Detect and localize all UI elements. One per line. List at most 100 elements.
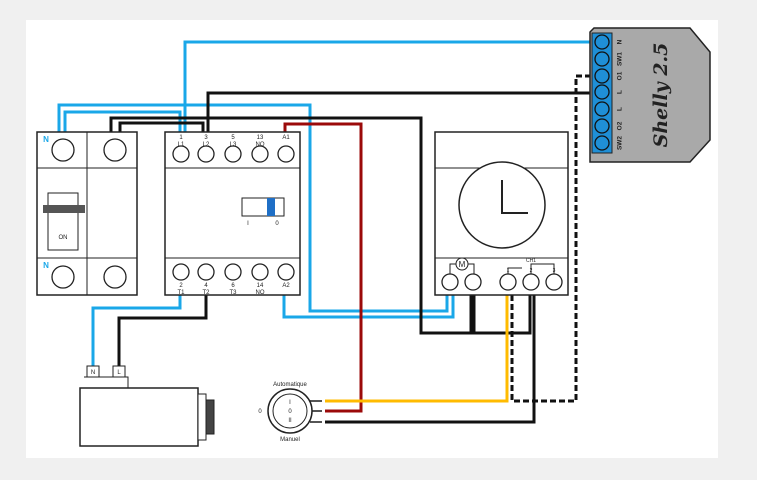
timer-terminal	[499, 273, 517, 291]
wire-phase-outer	[109, 116, 473, 335]
shelly-terminal	[594, 135, 610, 151]
shelly-terminal	[594, 118, 610, 134]
wire-selector-i	[325, 295, 509, 403]
contactor-top-terminal	[251, 145, 269, 163]
timer-terminal	[545, 273, 563, 291]
selector-label-manual: Manuel	[280, 437, 300, 443]
wire-a1	[283, 122, 363, 413]
terminal-number: 6	[231, 283, 235, 289]
shelly-terminal-label: SW1	[617, 52, 624, 66]
wire-phase-inner	[118, 121, 205, 133]
shelly-terminal-label: N	[617, 39, 624, 44]
breaker-handle	[43, 205, 85, 213]
selector-pos-0: 0	[288, 409, 292, 415]
terminal-number: A2	[282, 283, 290, 289]
terminal-name: L2	[203, 142, 210, 148]
breaker-toggle	[47, 192, 79, 251]
selector-switch: Automatique Manuel 0 I 0 II	[258, 382, 313, 443]
shelly-terminal	[594, 34, 610, 50]
terminal-name: L1	[178, 142, 185, 148]
wire-motor-l	[117, 295, 208, 368]
terminal-name: T3	[229, 290, 237, 296]
contactor-bottom-terminal	[172, 263, 190, 281]
shelly-terminal-label: SW2	[617, 136, 624, 150]
contactor-bottom-terminal	[277, 263, 295, 281]
channel-contact-lines	[507, 263, 555, 275]
breaker-terminal	[103, 265, 127, 289]
timer-terminal-number: 3	[553, 268, 556, 274]
switch-label-i: I	[247, 221, 249, 227]
selector-pos-ii: II	[288, 418, 292, 424]
wire-motor-n	[91, 295, 182, 368]
timer-terminal	[464, 273, 482, 291]
timer-terminal	[522, 273, 540, 291]
contactor-bottom-terminal	[197, 263, 215, 281]
selector-label-off: 0	[258, 409, 262, 415]
shelly-body	[589, 27, 711, 163]
terminal-name: NO	[256, 290, 265, 296]
breaker-bottom-label: N	[43, 261, 49, 270]
contactor-top-terminal	[172, 145, 190, 163]
wire-shelly-o1-dashed	[510, 74, 590, 403]
switch-label-0: 0	[275, 221, 279, 227]
shelly-logo: Shelly 2.5	[650, 43, 672, 148]
circuit-breaker: N N ON	[36, 131, 138, 296]
shelly-terminal-label: L	[617, 90, 624, 94]
wire-neutral-outer	[57, 103, 449, 313]
shelly-terminal-label: O2	[617, 121, 624, 130]
wire-a2	[282, 295, 455, 319]
terminal-name: NO	[256, 142, 265, 148]
motor-terminal-l-label: L	[117, 370, 121, 376]
selector-pos-i: I	[289, 400, 291, 406]
wire-timer-bridge	[472, 295, 532, 335]
terminal-name: L3	[230, 142, 237, 148]
contactor-top-terminal	[197, 145, 215, 163]
contactor-bottom-terminal	[224, 263, 242, 281]
contactor-top-terminal	[224, 145, 242, 163]
shelly-terminal-label: L	[617, 107, 624, 111]
terminal-number: 2	[179, 283, 183, 289]
wire-selector-ii	[325, 295, 536, 424]
terminal-number: 1	[179, 135, 183, 141]
wires	[57, 40, 590, 424]
terminal-number: 5	[231, 135, 235, 141]
motor-flange	[197, 393, 207, 441]
timer-terminal-number: 2	[530, 268, 533, 274]
motor-terminal-n-label: N	[91, 370, 95, 376]
shelly-terminal-label: O1	[617, 71, 624, 80]
motor-symbol-leads	[449, 263, 475, 275]
terminal-name: T2	[202, 290, 210, 296]
terminal-name: T1	[177, 290, 185, 296]
timer-switch: M CH1 1 2 3	[434, 131, 569, 296]
shelly-terminal	[594, 68, 610, 84]
breaker-top-label: N	[43, 135, 49, 144]
clock-hands	[501, 180, 528, 214]
terminal-number: A1	[282, 135, 290, 141]
shelly-terminal	[594, 84, 610, 100]
terminal-number: 14	[257, 283, 264, 289]
breaker-toggle-label: ON	[59, 235, 68, 241]
motor-body	[79, 387, 199, 447]
timer-terminal	[441, 273, 459, 291]
contactor-switch	[241, 197, 285, 217]
shelly-terminal	[594, 101, 610, 117]
selector-label-auto: Automatique	[273, 382, 307, 388]
terminal-number: 3	[204, 135, 208, 141]
timer-terminal-number: 1	[507, 268, 510, 274]
wire-shelly-l	[206, 91, 590, 133]
shelly-terminal	[594, 51, 610, 67]
motor-shaft	[205, 399, 215, 435]
motor-symbol-label: M	[459, 260, 466, 269]
breaker-terminal	[51, 138, 75, 162]
breaker-terminal	[103, 138, 127, 162]
contactor-bottom-terminal	[251, 263, 269, 281]
motor: N L	[79, 365, 215, 447]
channel-label: CH1	[526, 258, 536, 264]
terminal-number: 13	[257, 135, 264, 141]
wire-shelly-n	[183, 40, 590, 133]
terminal-number: 4	[204, 283, 208, 289]
contactor-switch-slider	[267, 198, 275, 216]
